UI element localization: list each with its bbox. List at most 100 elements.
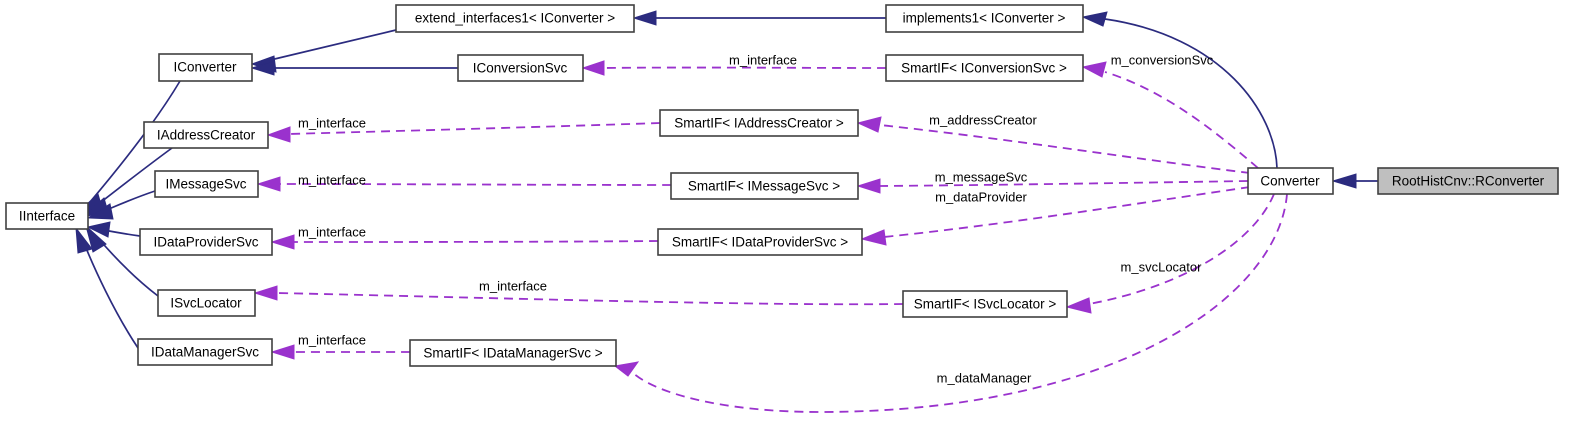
edge-label-m-interface-svclocator: m_interface bbox=[479, 278, 547, 293]
node-box-iaddresscreator[interactable] bbox=[143, 121, 269, 149]
node-smartif-imessagesvc[interactable]: SmartIF< IMessageSvc > bbox=[670, 172, 859, 200]
edge-smartif-isvclocator-to-isvclocator bbox=[274, 292, 904, 306]
node-idataprovidersvc[interactable]: IDataProviderSvc bbox=[139, 228, 273, 256]
arrowhead-iconverter-from-iconversionsvc bbox=[250, 60, 275, 76]
edge-smartif-imessagesvc-to-imessagesvc bbox=[277, 183, 672, 186]
node-box-extend-interfaces1[interactable] bbox=[395, 4, 635, 33]
node-label-isvclocator: ISvcLocator bbox=[170, 296, 242, 311]
node-label-implements1: implements1< IConverter > bbox=[903, 11, 1066, 26]
node-label-iconversionsvc: IConversionSvc bbox=[473, 61, 568, 76]
node-box-idataprovidersvc[interactable] bbox=[139, 228, 273, 256]
edge-label-m-interface-addresscreator: m_interface bbox=[298, 115, 366, 130]
node-label-idataprovidersvc: IDataProviderSvc bbox=[153, 235, 258, 250]
node-iconverter[interactable]: IConverter bbox=[158, 53, 253, 82]
edge-label-m-addresscreator: m_addressCreator bbox=[929, 112, 1037, 127]
edge-label-m-dataprovider: m_dataProvider bbox=[935, 189, 1027, 204]
edge-label-m-datamanager: m_dataManager bbox=[937, 370, 1032, 385]
node-box-smartif-idatamanagersvc[interactable] bbox=[409, 339, 617, 367]
node-label-converter: Converter bbox=[1260, 174, 1320, 189]
arrowhead-iconversionsvc-usage bbox=[581, 60, 605, 76]
arrowhead-isvclocator-usage bbox=[253, 285, 278, 301]
edge-converter-to-smartif-imessagesvc bbox=[879, 180, 1249, 187]
edge-converter-to-smartif-isvclocator bbox=[1088, 193, 1275, 305]
node-smartif-idatamanagersvc[interactable]: SmartIF< IDataManagerSvc > bbox=[409, 339, 617, 367]
node-label-smartif-imessagesvc: SmartIF< IMessageSvc > bbox=[688, 179, 840, 194]
inheritance-edges bbox=[74, 10, 1378, 349]
edge-converter-to-implements1 bbox=[1104, 18, 1278, 169]
arrowhead-converter-from-rconverter bbox=[1331, 173, 1357, 189]
edge-converter-to-smartif-idatamanagersvc bbox=[629, 193, 1288, 413]
edge-smartif-idataprovidersvc-to-idataprovidersvc bbox=[291, 240, 659, 243]
arrowhead-iinterface-from-imessagesvc bbox=[86, 203, 114, 220]
node-smartif-iconversionsvc[interactable]: SmartIF< IConversionSvc > bbox=[885, 54, 1084, 82]
node-label-smartif-iaddresscreator: SmartIF< IAddressCreator > bbox=[674, 116, 844, 131]
node-converter[interactable]: Converter bbox=[1247, 167, 1334, 195]
edge-label-m-interface-dataprovidersvc: m_interface bbox=[298, 224, 366, 239]
edge-label-m-messagesvc: m_messageSvc bbox=[935, 169, 1028, 184]
edge-converter-to-smartif-iconversionsvc bbox=[1104, 71, 1259, 169]
edge-extend-interfaces1-to-iconverter bbox=[261, 29, 397, 63]
edge-idataprovidersvc-to-iinterface bbox=[103, 229, 141, 237]
node-iinterface[interactable]: IInterface bbox=[5, 202, 89, 230]
node-label-imessagesvc: IMessageSvc bbox=[165, 177, 246, 192]
node-box-smartif-isvclocator[interactable] bbox=[902, 290, 1068, 318]
node-iconversionsvc[interactable]: IConversionSvc bbox=[457, 54, 584, 82]
node-box-converter[interactable] bbox=[1247, 167, 1334, 195]
node-box-smartif-iaddresscreator[interactable] bbox=[659, 109, 859, 137]
edge-label-m-conversionsvc: m_conversionSvc bbox=[1111, 52, 1214, 67]
arrowhead-smartif-idatamanagersvc-usage bbox=[613, 361, 640, 377]
edge-converter-to-smartif-idataprovidersvc bbox=[883, 186, 1251, 238]
usage-edges bbox=[253, 60, 1288, 413]
arrowhead-iaddresscreator-usage bbox=[266, 126, 291, 143]
node-box-isvclocator[interactable] bbox=[157, 289, 256, 317]
node-label-smartif-idatamanagersvc: SmartIF< IDataManagerSvc > bbox=[423, 346, 602, 361]
node-box-iinterface[interactable] bbox=[5, 202, 89, 230]
node-isvclocator[interactable]: ISvcLocator bbox=[157, 289, 256, 317]
node-box-imessagesvc[interactable] bbox=[154, 170, 259, 198]
node-smartif-idataprovidersvc[interactable]: SmartIF< IDataProviderSvc > bbox=[657, 228, 863, 256]
node-box-iconverter[interactable] bbox=[158, 53, 253, 82]
node-smartif-iaddresscreator[interactable]: SmartIF< IAddressCreator > bbox=[659, 109, 859, 137]
node-label-extend-interfaces1: extend_interfaces1< IConverter > bbox=[415, 11, 615, 26]
arrowhead-smartif-idataprovidersvc-usage bbox=[860, 229, 887, 246]
node-box-iconversionsvc[interactable] bbox=[457, 54, 584, 82]
arrowhead-iinterface-from-isvclocator bbox=[85, 224, 107, 253]
edge-labels: m_interface m_interface m_interface m_in… bbox=[298, 52, 1214, 385]
edge-iconverter-to-iinterface bbox=[89, 80, 181, 203]
node-box-smartif-idataprovidersvc[interactable] bbox=[657, 228, 863, 256]
node-box-idatamanagersvc[interactable] bbox=[137, 338, 273, 366]
arrowhead-iinterface-from-idataprovidersvc bbox=[86, 221, 111, 238]
node-box-roothistcnv-rconverter[interactable] bbox=[1377, 167, 1559, 195]
edge-label-m-interface-messagesvc: m_interface bbox=[298, 172, 366, 187]
arrowhead-idatamanagersvc-usage bbox=[270, 344, 295, 360]
node-roothistcnv-rconverter[interactable]: RootHistCnv::RConverter bbox=[1377, 167, 1559, 195]
edge-smartif-iaddresscreator-to-iaddresscreator bbox=[287, 122, 661, 135]
node-box-implements1[interactable] bbox=[885, 4, 1084, 33]
node-label-smartif-iconversionsvc: SmartIF< IConversionSvc > bbox=[901, 61, 1067, 76]
node-label-roothistcnv-rconverter: RootHistCnv::RConverter bbox=[1392, 174, 1545, 189]
node-label-smartif-isvclocator: SmartIF< ISvcLocator > bbox=[914, 297, 1057, 312]
edge-converter-to-smartif-iaddresscreator bbox=[879, 124, 1251, 174]
node-label-iinterface: IInterface bbox=[19, 209, 75, 224]
node-box-smartif-imessagesvc[interactable] bbox=[670, 172, 859, 200]
arrowhead-implements1-from-converter bbox=[1081, 11, 1108, 27]
node-box-smartif-iconversionsvc[interactable] bbox=[885, 54, 1084, 82]
node-label-smartif-idataprovidersvc: SmartIF< IDataProviderSvc > bbox=[672, 235, 848, 250]
edge-idatamanagersvc-to-iinterface bbox=[83, 242, 139, 349]
node-label-iaddresscreator: IAddressCreator bbox=[157, 128, 256, 143]
node-label-iconverter: IConverter bbox=[173, 60, 237, 75]
arrowhead-smartif-iaddresscreator-usage bbox=[856, 116, 882, 133]
arrowhead-smartif-isvclocator-usage bbox=[1065, 297, 1092, 314]
nodes: IInterface IConverter IAddressCreator IM… bbox=[5, 4, 1559, 367]
arrowhead-smartif-imessagesvc-usage bbox=[856, 178, 881, 194]
node-extend-interfaces1[interactable]: extend_interfaces1< IConverter > bbox=[395, 4, 635, 33]
node-idatamanagersvc[interactable]: IDataManagerSvc bbox=[137, 338, 273, 366]
node-iaddresscreator[interactable]: IAddressCreator bbox=[143, 121, 269, 149]
node-implements1[interactable]: implements1< IConverter > bbox=[885, 4, 1084, 33]
node-smartif-isvclocator[interactable]: SmartIF< ISvcLocator > bbox=[902, 290, 1068, 318]
edge-label-m-interface-datamanagersvc: m_interface bbox=[298, 332, 366, 347]
edge-label-m-interface-conversionsvc: m_interface bbox=[729, 52, 797, 67]
node-imessagesvc[interactable]: IMessageSvc bbox=[154, 170, 259, 198]
arrowhead-imessagesvc-usage bbox=[256, 176, 281, 192]
